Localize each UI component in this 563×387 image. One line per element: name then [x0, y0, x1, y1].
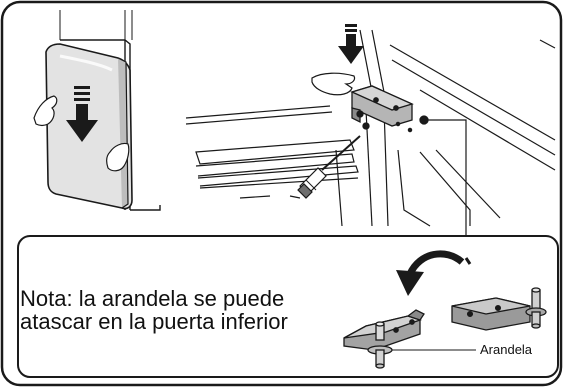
- fridge-interior-illustration: [185, 29, 556, 227]
- screwdriver-icon: [297, 135, 361, 199]
- hinge-icon: [451, 287, 547, 331]
- washer-label: Arandela: [480, 342, 533, 357]
- hinge-icon: [350, 85, 429, 133]
- hinge-icon: [343, 309, 425, 351]
- hand-icon: [311, 72, 356, 96]
- note-panel: [17, 235, 559, 378]
- down-arrow-icon: [66, 86, 98, 142]
- down-arrow-icon: [338, 24, 364, 64]
- curved-arrow-icon: [396, 250, 472, 296]
- note-text: Nota: la arandela se puede atascar en la…: [20, 287, 288, 333]
- hand-icon: [33, 95, 130, 172]
- leader-line: [428, 119, 467, 236]
- note-line-2: atascar en la puerta inferior: [20, 309, 288, 334]
- note-line-1: Nota: la arandela se puede: [20, 286, 285, 311]
